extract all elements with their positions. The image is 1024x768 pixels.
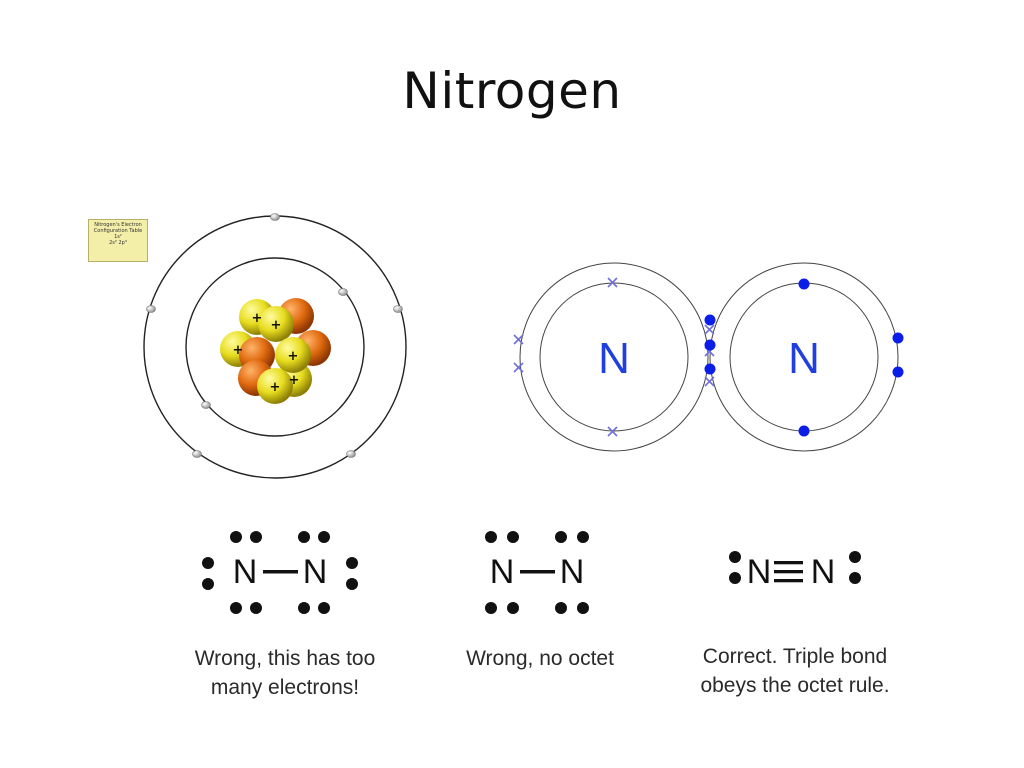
lone-pair-dot	[485, 602, 497, 614]
electron	[270, 213, 280, 221]
caption-structure-1: Wrong, this has too many electrons!	[160, 644, 410, 702]
electron	[393, 305, 403, 313]
electron	[146, 305, 156, 313]
lewis-3-triple-bond-line	[774, 570, 803, 574]
lone-pair-dot	[507, 602, 519, 614]
inner-shell	[185, 257, 365, 437]
dot-electron	[704, 314, 716, 326]
proton-plus: +	[233, 343, 244, 358]
dot-electron	[892, 332, 904, 344]
cross-electron	[513, 362, 524, 373]
caption-3-line-2: obeys the octet rule.	[700, 674, 890, 697]
proton	[275, 337, 311, 373]
lewis-3-left-n: N	[747, 553, 772, 591]
lewis-1-right-n: N	[303, 553, 328, 591]
lone-pair-dot	[507, 531, 519, 543]
caption-1-line-1: Wrong, this has too	[194, 647, 376, 670]
right-atom-label: N	[788, 334, 820, 383]
proton-plus: +	[271, 318, 282, 333]
electron	[201, 401, 211, 409]
dot-cross-diagram: N N	[513, 262, 904, 452]
right-atom-outer-shell	[709, 262, 899, 452]
lewis-structure-3: N N	[729, 551, 861, 591]
dot-electron	[798, 425, 810, 437]
left-atom-outer-shell	[519, 262, 709, 452]
lone-pair-dot	[202, 557, 214, 569]
dot-electron	[798, 278, 810, 290]
dot-electron	[704, 363, 716, 375]
lewis-2-left-n: N	[490, 553, 515, 591]
cross-electron	[704, 324, 715, 335]
lone-pair-dot	[250, 531, 262, 543]
proton-plus: +	[288, 349, 299, 364]
electron	[192, 450, 202, 458]
proton	[258, 306, 294, 342]
lone-pair-dot	[298, 602, 310, 614]
lewis-structure-1: N N	[202, 531, 358, 614]
left-atom-label: N	[598, 334, 630, 383]
dot-electron	[704, 339, 716, 351]
nucleus: + + + + + +	[220, 298, 331, 404]
lewis-2-single-bond	[520, 570, 555, 574]
caption-1-line-2: many electrons!	[210, 676, 360, 699]
electron-configuration-table: Nitrogen's Electron Configuration Table …	[88, 219, 148, 262]
lone-pair-dot	[250, 602, 262, 614]
lewis-2-right-n: N	[560, 553, 585, 591]
bohr-model: + + + + + +	[143, 213, 407, 479]
lone-pair-dot	[577, 602, 589, 614]
cross-electrons	[513, 277, 715, 437]
lewis-1-single-bond	[263, 570, 298, 574]
dot-electrons	[704, 278, 904, 437]
config-line-1s: 1s²	[114, 234, 122, 240]
slide-title: Nitrogen	[402, 62, 622, 120]
lone-pair-dot	[230, 602, 242, 614]
lone-pair-dot	[577, 531, 589, 543]
lone-pair-dot	[849, 572, 861, 584]
lone-pair-dot	[849, 551, 861, 563]
lone-pair-dot	[346, 557, 358, 569]
lone-pair-dot	[318, 531, 330, 543]
electron	[346, 450, 356, 458]
cross-electron	[607, 277, 618, 288]
lone-pair-dot	[555, 602, 567, 614]
outer-shell	[143, 215, 407, 479]
cross-electron	[607, 426, 618, 437]
config-line-2s2p: 2s² 2p³	[109, 240, 127, 246]
proton-plus: +	[270, 380, 281, 395]
electrons	[146, 213, 403, 458]
caption-structure-3: Correct. Triple bond obeys the octet rul…	[670, 642, 920, 700]
lone-pair-dot	[318, 602, 330, 614]
lone-pair-dot	[729, 572, 741, 584]
lone-pair-dot	[485, 531, 497, 543]
lewis-structures: N N N N	[202, 531, 861, 614]
lewis-structure-2: N N	[485, 531, 589, 614]
cross-electron	[513, 334, 524, 345]
lone-pair-dot	[230, 531, 242, 543]
proton-plus: +	[289, 373, 300, 388]
caption-3-line-1: Correct. Triple bond	[702, 645, 888, 668]
config-title-line1: Nitrogen's Electron	[94, 222, 142, 228]
proton	[257, 368, 293, 404]
electron	[338, 288, 348, 296]
lewis-3-right-n: N	[811, 553, 836, 591]
lewis-3-triple-bond-line	[774, 561, 803, 565]
dot-electron	[892, 366, 904, 378]
lone-pair-dot	[202, 578, 214, 590]
lone-pair-dot	[346, 578, 358, 590]
lone-pair-dot	[298, 531, 310, 543]
lone-pair-dot	[729, 551, 741, 563]
caption-structure-2: Wrong, no octet	[466, 647, 614, 670]
config-title-line2: Configuration Table	[93, 228, 143, 234]
lewis-3-triple-bond-line	[774, 579, 803, 583]
lone-pair-dot	[555, 531, 567, 543]
proton-plus: +	[252, 311, 263, 326]
cross-electron	[704, 376, 715, 387]
lewis-1-left-n: N	[233, 553, 258, 591]
